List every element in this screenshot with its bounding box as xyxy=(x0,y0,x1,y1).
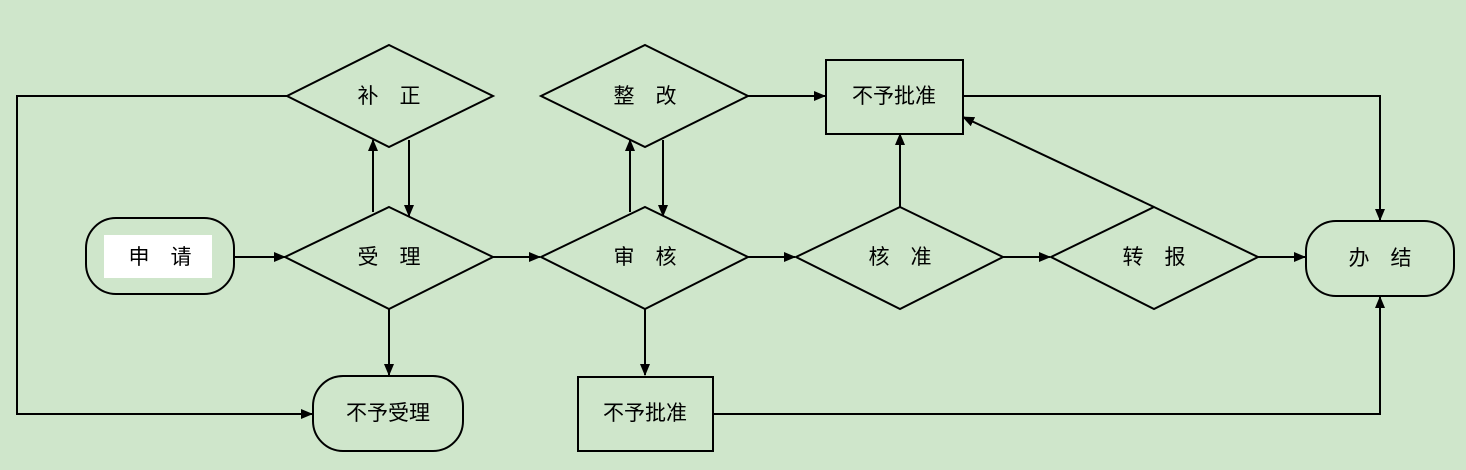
node-accept: 受 理 xyxy=(282,205,496,311)
node-report-shape xyxy=(1048,205,1261,311)
node-supplement-shape xyxy=(284,43,496,149)
node-verify-label: 核 准 xyxy=(869,245,932,269)
node-rectify: 整 改 xyxy=(538,43,751,149)
node-apply-label-background xyxy=(104,235,212,278)
node-reject-review: 不予批准 xyxy=(577,376,714,452)
node-verify-shape xyxy=(793,205,1006,311)
edges xyxy=(16,91,1385,419)
node-complete-label: 办 结 xyxy=(1349,246,1412,270)
edge-supplement-to-reject-accept xyxy=(16,95,313,419)
node-complete: 办 结 xyxy=(1305,220,1455,297)
node-reject-accept-shape xyxy=(312,375,464,452)
node-apply-label: 申 请 xyxy=(129,245,192,269)
node-reject-top-label: 不予批准 xyxy=(852,84,936,108)
node-reject-top: 不予批准 xyxy=(825,59,964,135)
node-reject-accept-label: 不予受理 xyxy=(346,401,430,425)
node-review-shape xyxy=(538,205,751,311)
node-reject-top-shape xyxy=(825,59,964,135)
node-complete-shape xyxy=(1305,220,1455,297)
node-reject-review-label: 不予批准 xyxy=(603,401,687,425)
edge-reject-top-to-complete xyxy=(963,95,1385,221)
node-rectify-label: 整 改 xyxy=(614,84,677,108)
node-supplement: 补 正 xyxy=(284,43,496,149)
node-reject-accept: 不予受理 xyxy=(312,375,464,452)
node-apply: 申 请 xyxy=(85,217,235,295)
node-rectify-shape xyxy=(538,43,751,149)
edge-report-to-reject-top xyxy=(962,116,1155,208)
node-review: 审 核 xyxy=(538,205,751,311)
node-report-label: 转 报 xyxy=(1123,245,1186,269)
node-verify: 核 准 xyxy=(793,205,1006,311)
node-accept-label: 受 理 xyxy=(358,245,421,269)
edge-reject-review-to-complete xyxy=(713,296,1385,415)
node-accept-shape xyxy=(282,205,496,311)
node-supplement-label: 补 正 xyxy=(358,84,421,108)
node-review-label: 审 核 xyxy=(614,245,677,269)
node-report: 转 报 xyxy=(1048,205,1261,311)
node-reject-review-shape xyxy=(577,376,714,452)
node-apply-shape xyxy=(85,217,235,295)
